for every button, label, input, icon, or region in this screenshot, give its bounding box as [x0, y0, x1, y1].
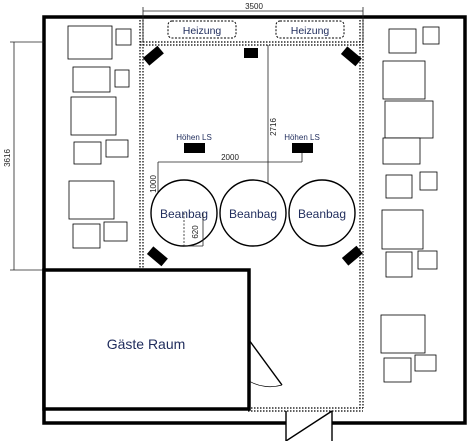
- dimension-beanbag-radius-label: 620: [191, 225, 200, 239]
- speaker-front-left: [142, 45, 164, 66]
- acoustic-panels-right: [380, 26, 440, 383]
- speaker-front-right: [340, 46, 362, 67]
- listening-zone: [139, 17, 364, 412]
- height-speaker-left: [184, 143, 205, 153]
- svg-text:Heizung: Heizung: [183, 25, 222, 37]
- heater-right: Heizung: [275, 20, 345, 39]
- guest-room-label: Gäste Raum: [107, 336, 186, 352]
- svg-text:Beanbag: Beanbag: [298, 207, 346, 221]
- dimension-width: 3500: [142, 2, 364, 42]
- beanbag-center: Beanbag: [219, 179, 287, 247]
- speaker-rear-left: [146, 246, 168, 267]
- height-speaker-left-label: Höhen LS: [176, 133, 212, 142]
- guest-room: [42, 268, 251, 411]
- dimension-width-label: 3500: [245, 2, 263, 11]
- door: [248, 339, 283, 387]
- dimension-beanbag-offset-label: 1000: [149, 175, 158, 193]
- speaker-rear-right: [341, 245, 363, 266]
- dimension-speaker-spacing-label: 2000: [221, 153, 239, 162]
- acoustic-panels-left: [67, 25, 132, 249]
- svg-text:Beanbag: Beanbag: [229, 207, 277, 221]
- svg-text:Heizung: Heizung: [291, 25, 330, 37]
- dimension-depth-label: 3616: [3, 149, 12, 167]
- dimension-beanbag-radius: 620: [183, 213, 204, 247]
- height-speaker-right-label: Höhen LS: [284, 133, 320, 142]
- outer-wall: [42, 15, 467, 425]
- height-speaker-right: [292, 143, 313, 153]
- heater-left: Heizung: [167, 20, 237, 39]
- beanbag-right: Beanbag: [288, 179, 356, 247]
- speaker-center: [244, 48, 258, 58]
- dimension-center-depth-label: 2716: [269, 118, 278, 136]
